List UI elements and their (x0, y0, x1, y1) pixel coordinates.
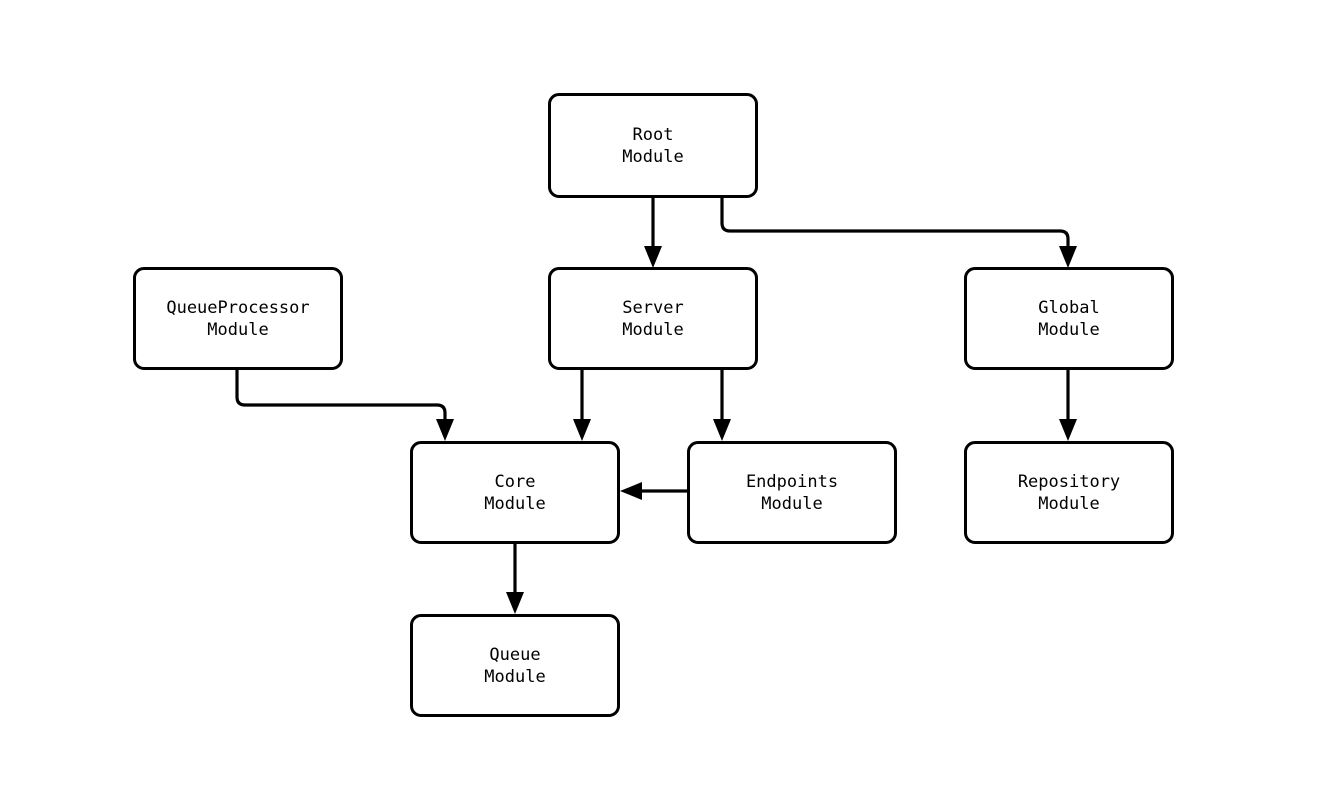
node-queue-module-line2: Module (484, 666, 546, 687)
edge-endpoints-to-core (620, 482, 687, 500)
node-core-module-line2: Module (484, 493, 546, 514)
edge-core-to-queue (506, 544, 524, 614)
node-server-module-line2: Module (622, 319, 684, 340)
node-queueprocessor-module-line2: Module (207, 319, 269, 340)
node-server-module-line1: Server (622, 297, 684, 318)
node-root-module[interactable]: Root Module (548, 93, 758, 198)
node-repository-module[interactable]: Repository Module (964, 441, 1174, 544)
edge-server-to-core (573, 370, 591, 441)
edge-global-to-repository (1059, 370, 1077, 441)
node-root-module-line1: Root (632, 124, 674, 145)
edge-server-to-endpoints (713, 370, 731, 441)
node-global-module-line1: Global (1038, 297, 1100, 318)
node-core-module[interactable]: Core Module (410, 441, 620, 544)
node-queueprocessor-module[interactable]: QueueProcessor Module (133, 267, 343, 370)
edge-root-to-global (720, 198, 1077, 268)
node-repository-module-line1: Repository (1017, 471, 1121, 492)
node-global-module[interactable]: Global Module (964, 267, 1174, 370)
node-queue-module[interactable]: Queue Module (410, 614, 620, 717)
edge-queueprocessor-to-core (235, 370, 454, 441)
node-endpoints-module-line2: Module (761, 493, 823, 514)
node-global-module-line2: Module (1038, 319, 1100, 340)
node-root-module-line2: Module (622, 146, 684, 167)
node-queue-module-line1: Queue (489, 644, 541, 665)
edge-root-to-server (644, 198, 662, 268)
node-endpoints-module-line1: Endpoints (745, 471, 839, 492)
node-repository-module-line2: Module (1038, 493, 1100, 514)
node-endpoints-module[interactable]: Endpoints Module (687, 441, 897, 544)
node-core-module-line1: Core (494, 471, 536, 492)
node-queueprocessor-module-line1: QueueProcessor (166, 297, 310, 318)
node-server-module[interactable]: Server Module (548, 267, 758, 370)
